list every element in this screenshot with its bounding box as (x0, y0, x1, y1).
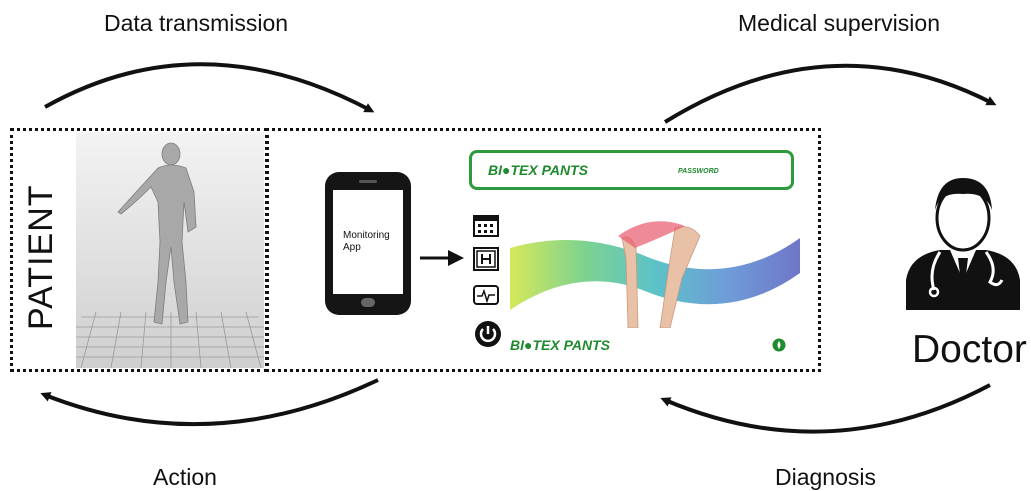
hospital-icon[interactable] (472, 246, 500, 272)
right-arrow-icon (420, 250, 464, 266)
doctor-label: Doctor (912, 328, 1027, 371)
action-arrow (40, 378, 379, 427)
calendar-icon[interactable] (472, 212, 500, 238)
diagnosis-arrow (660, 383, 991, 434)
medical-supervision-label: Medical supervision (738, 10, 940, 36)
medical-supervision-arrow (663, 63, 997, 124)
diagnosis-label: Diagnosis (775, 464, 876, 490)
monitoring-box (266, 128, 821, 372)
smartphone: Monitoring App (325, 172, 411, 315)
brand-logo-bottom: BI●TEX PANTS (510, 337, 610, 353)
brand-logo-top: BI●TEX PANTS (488, 162, 588, 178)
data-transmission-label: Data transmission (104, 10, 289, 36)
power-icon[interactable] (474, 320, 502, 348)
doctor-icon (906, 178, 1020, 310)
phone-screen: Monitoring App (333, 190, 403, 294)
body-scan-figure (76, 142, 264, 368)
brand-badge-icon (772, 338, 786, 352)
phone-home-button (361, 298, 375, 307)
patient-label: PATIENT (22, 184, 60, 330)
patient-3d-render (76, 132, 264, 368)
monitoring-app-text: Monitoring App (343, 230, 390, 253)
action-label: Action (153, 464, 217, 490)
phone-speaker (359, 180, 377, 183)
password-label: PASSWORD (678, 168, 719, 175)
password-bar[interactable]: BI●TEX PANTS PASSWORD (469, 150, 794, 190)
data-transmission-arrow (44, 62, 375, 113)
color-wave-graphic (510, 221, 800, 328)
monitor-icon[interactable] (472, 283, 500, 309)
